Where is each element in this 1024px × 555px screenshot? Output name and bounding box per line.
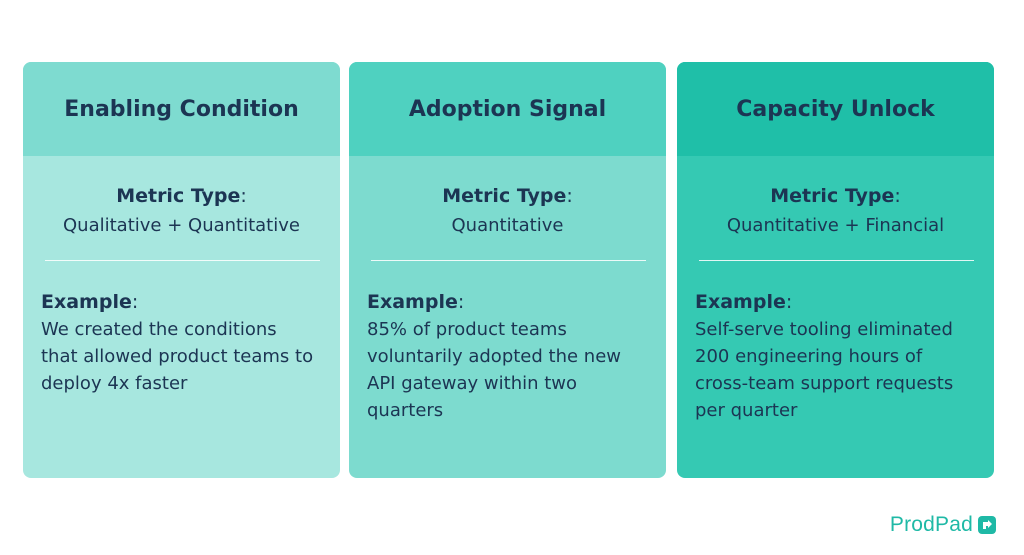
card-capacity-unlock: Capacity Unlock Metric Type: Quantitativ… xyxy=(677,62,994,478)
metric-section: Metric Type: Quantitative xyxy=(349,182,666,240)
example-label: Example xyxy=(695,291,786,313)
card-title: Enabling Condition xyxy=(64,96,299,122)
example-section: Example: 85% of product teams voluntaril… xyxy=(367,289,644,424)
metric-section: Metric Type: Qualitative + Quantitative xyxy=(23,182,340,240)
example-text: We created the conditions that allowed p… xyxy=(41,319,314,394)
metric-type-value: Quantitative + Financial xyxy=(726,215,945,236)
card-header: Adoption Signal xyxy=(349,62,666,156)
metric-type-line: Metric Type: xyxy=(770,185,901,207)
brand-name: ProdPad xyxy=(889,513,973,536)
card-title: Capacity Unlock xyxy=(736,96,935,122)
metric-type-line: Metric Type: xyxy=(116,185,247,207)
card-title: Adoption Signal xyxy=(408,96,607,122)
metric-type-label: Metric Type xyxy=(116,185,241,207)
metric-type-value: Quantitative xyxy=(451,215,564,236)
card-enabling-condition: Enabling Condition Metric Type: Qualitat… xyxy=(23,62,340,478)
example-text: Self-serve tooling eliminated 200 engine… xyxy=(695,319,954,421)
card-divider xyxy=(45,260,320,261)
example-section: Example: Self-serve tooling eliminated 2… xyxy=(695,289,972,424)
metric-type-value: Qualitative + Quantitative xyxy=(63,215,300,236)
metric-type-label: Metric Type xyxy=(442,185,567,207)
prodpad-logo: ProdPad xyxy=(890,513,997,537)
example-section: Example: We created the conditions that … xyxy=(41,289,318,397)
card-divider xyxy=(699,260,974,261)
card-divider xyxy=(371,260,646,261)
example-label: Example xyxy=(367,291,458,313)
card-header: Capacity Unlock xyxy=(677,62,994,156)
metric-type-label: Metric Type xyxy=(770,185,895,207)
example-label: Example xyxy=(41,291,132,313)
example-text: 85% of product teams voluntarily adopted… xyxy=(367,319,621,421)
metric-type-line: Metric Type: xyxy=(442,185,573,207)
prodpad-logo-icon xyxy=(978,516,996,534)
metric-section: Metric Type: Quantitative + Financial xyxy=(677,182,994,240)
card-header: Enabling Condition xyxy=(23,62,340,156)
card-adoption-signal: Adoption Signal Metric Type: Quantitativ… xyxy=(349,62,666,478)
